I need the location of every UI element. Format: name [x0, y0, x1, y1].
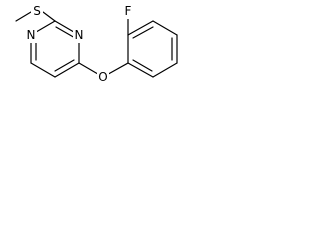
fluorine-atom-label: F [125, 4, 132, 18]
bond-c3prime-c4prime [152, 20, 178, 36]
n3-label-bg [73, 28, 85, 43]
fluorine-label-bg [122, 4, 134, 19]
n1-label-bg [25, 28, 37, 43]
n3-atom-label: N [75, 28, 84, 42]
bond-c6prime-c1prime [127, 62, 154, 78]
molecule-structure: S N N O F [15, 3, 178, 85]
oxygen-label-bg [97, 70, 109, 85]
bond-c2prime-c3prime [127, 20, 154, 36]
bond-c2-n3-inner [55, 26, 77, 40]
sulfur-atom-label: S [33, 4, 41, 18]
n1-atom-label: N [27, 28, 36, 42]
sulfur-label-bg [31, 3, 43, 18]
bond-c5prime-c6prime [152, 62, 178, 78]
oxygen-atom-label: O [98, 70, 107, 84]
bond-c6prime-c1prime-inner [132, 59, 153, 72]
bond-s-c2 [42, 11, 56, 22]
bond-c5-c6 [30, 62, 56, 78]
bond-c4-c5 [54, 62, 80, 78]
bond-c4-c5-inner [54, 59, 75, 72]
bond-c2prime-c3prime-inner [132, 26, 154, 39]
bond-methyl-s [15, 11, 32, 22]
